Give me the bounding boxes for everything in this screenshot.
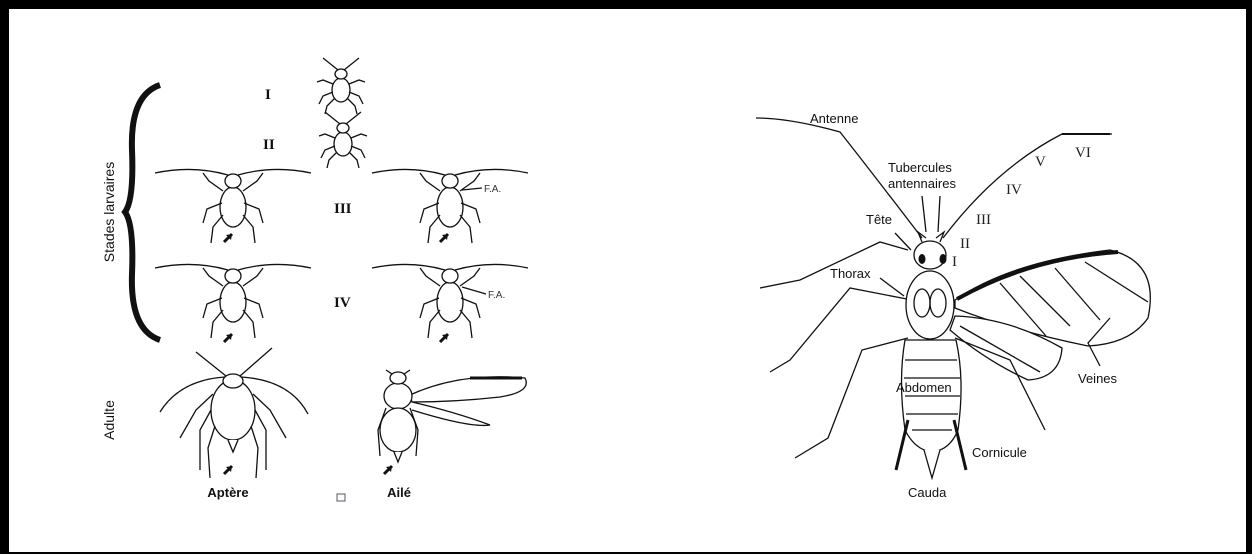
tubercles-label-line2: antennaires: [888, 176, 956, 191]
nymph-stage-IV-apterous: [155, 264, 311, 338]
thorax-leader: [880, 278, 904, 296]
stage-I-numeral: I: [265, 87, 271, 103]
wing-pad-leader: [462, 188, 482, 190]
life-stages-panel: Stades larvaires Adulte I II III IV F.A.…: [101, 58, 528, 501]
arrow-icon: [440, 234, 448, 242]
arrow-icon: [440, 334, 448, 342]
nymph-stage-I: [317, 58, 365, 114]
larval-stages-label: Stades larvaires: [101, 162, 117, 262]
cauda: [924, 450, 940, 478]
tubercles-label: Tubercules: [888, 160, 952, 175]
abdomen-label: Abdomen: [896, 380, 952, 395]
nymph-stage-III-alate: [372, 169, 528, 243]
apterous-label: Aptère: [207, 485, 248, 500]
hind-leg-left: [795, 338, 908, 458]
stage-IV-numeral: IV: [334, 295, 351, 311]
aphid-anatomy-panel: Antenne Tubercules antennaires Tête Thor…: [756, 111, 1150, 500]
adult-label: Adulte: [101, 400, 117, 440]
antenna-label: Antenne: [810, 111, 858, 126]
adult-apterous-aphid: [160, 348, 308, 478]
winged-label: Ailé: [387, 485, 411, 500]
veins-label: Veines: [1078, 371, 1118, 386]
arrow-icon: [224, 466, 232, 474]
stage-II-numeral: II: [263, 137, 275, 153]
eye: [940, 254, 947, 264]
stage-III-numeral: III: [334, 201, 352, 217]
fa-label-IV: F.A.: [488, 290, 505, 301]
antenna-segment-II: II: [960, 236, 970, 252]
small-marker: [337, 494, 345, 501]
head-label: Tête: [866, 212, 892, 227]
larval-stage-brace: [125, 85, 160, 340]
thorax-label: Thorax: [830, 266, 871, 281]
nymph-stage-II: [319, 112, 367, 168]
cornicle-label: Cornicule: [972, 445, 1027, 460]
arrow-icon: [224, 234, 232, 242]
antenna-segment-V: V: [1035, 154, 1046, 170]
eye: [919, 254, 926, 264]
fa-label-III: F.A.: [484, 184, 501, 195]
nymph-stage-III-apterous: [155, 169, 311, 243]
cauda-label: Cauda: [908, 485, 947, 500]
antenna-segment-VI: VI: [1075, 145, 1091, 161]
antenna-segment-IV: IV: [1006, 182, 1022, 198]
tubercles-leader: [922, 196, 940, 232]
arrow-icon: [384, 466, 392, 474]
middle-leg-left: [770, 288, 912, 372]
front-leg-left: [760, 242, 908, 288]
adult-winged-aphid: [378, 370, 526, 462]
antenna-segment-I: I: [952, 254, 957, 270]
antenna-segment-III: III: [976, 212, 991, 228]
arrow-icon: [224, 334, 232, 342]
wing-pad-leader: [462, 287, 486, 294]
nymph-stage-IV-alate: [372, 264, 528, 338]
